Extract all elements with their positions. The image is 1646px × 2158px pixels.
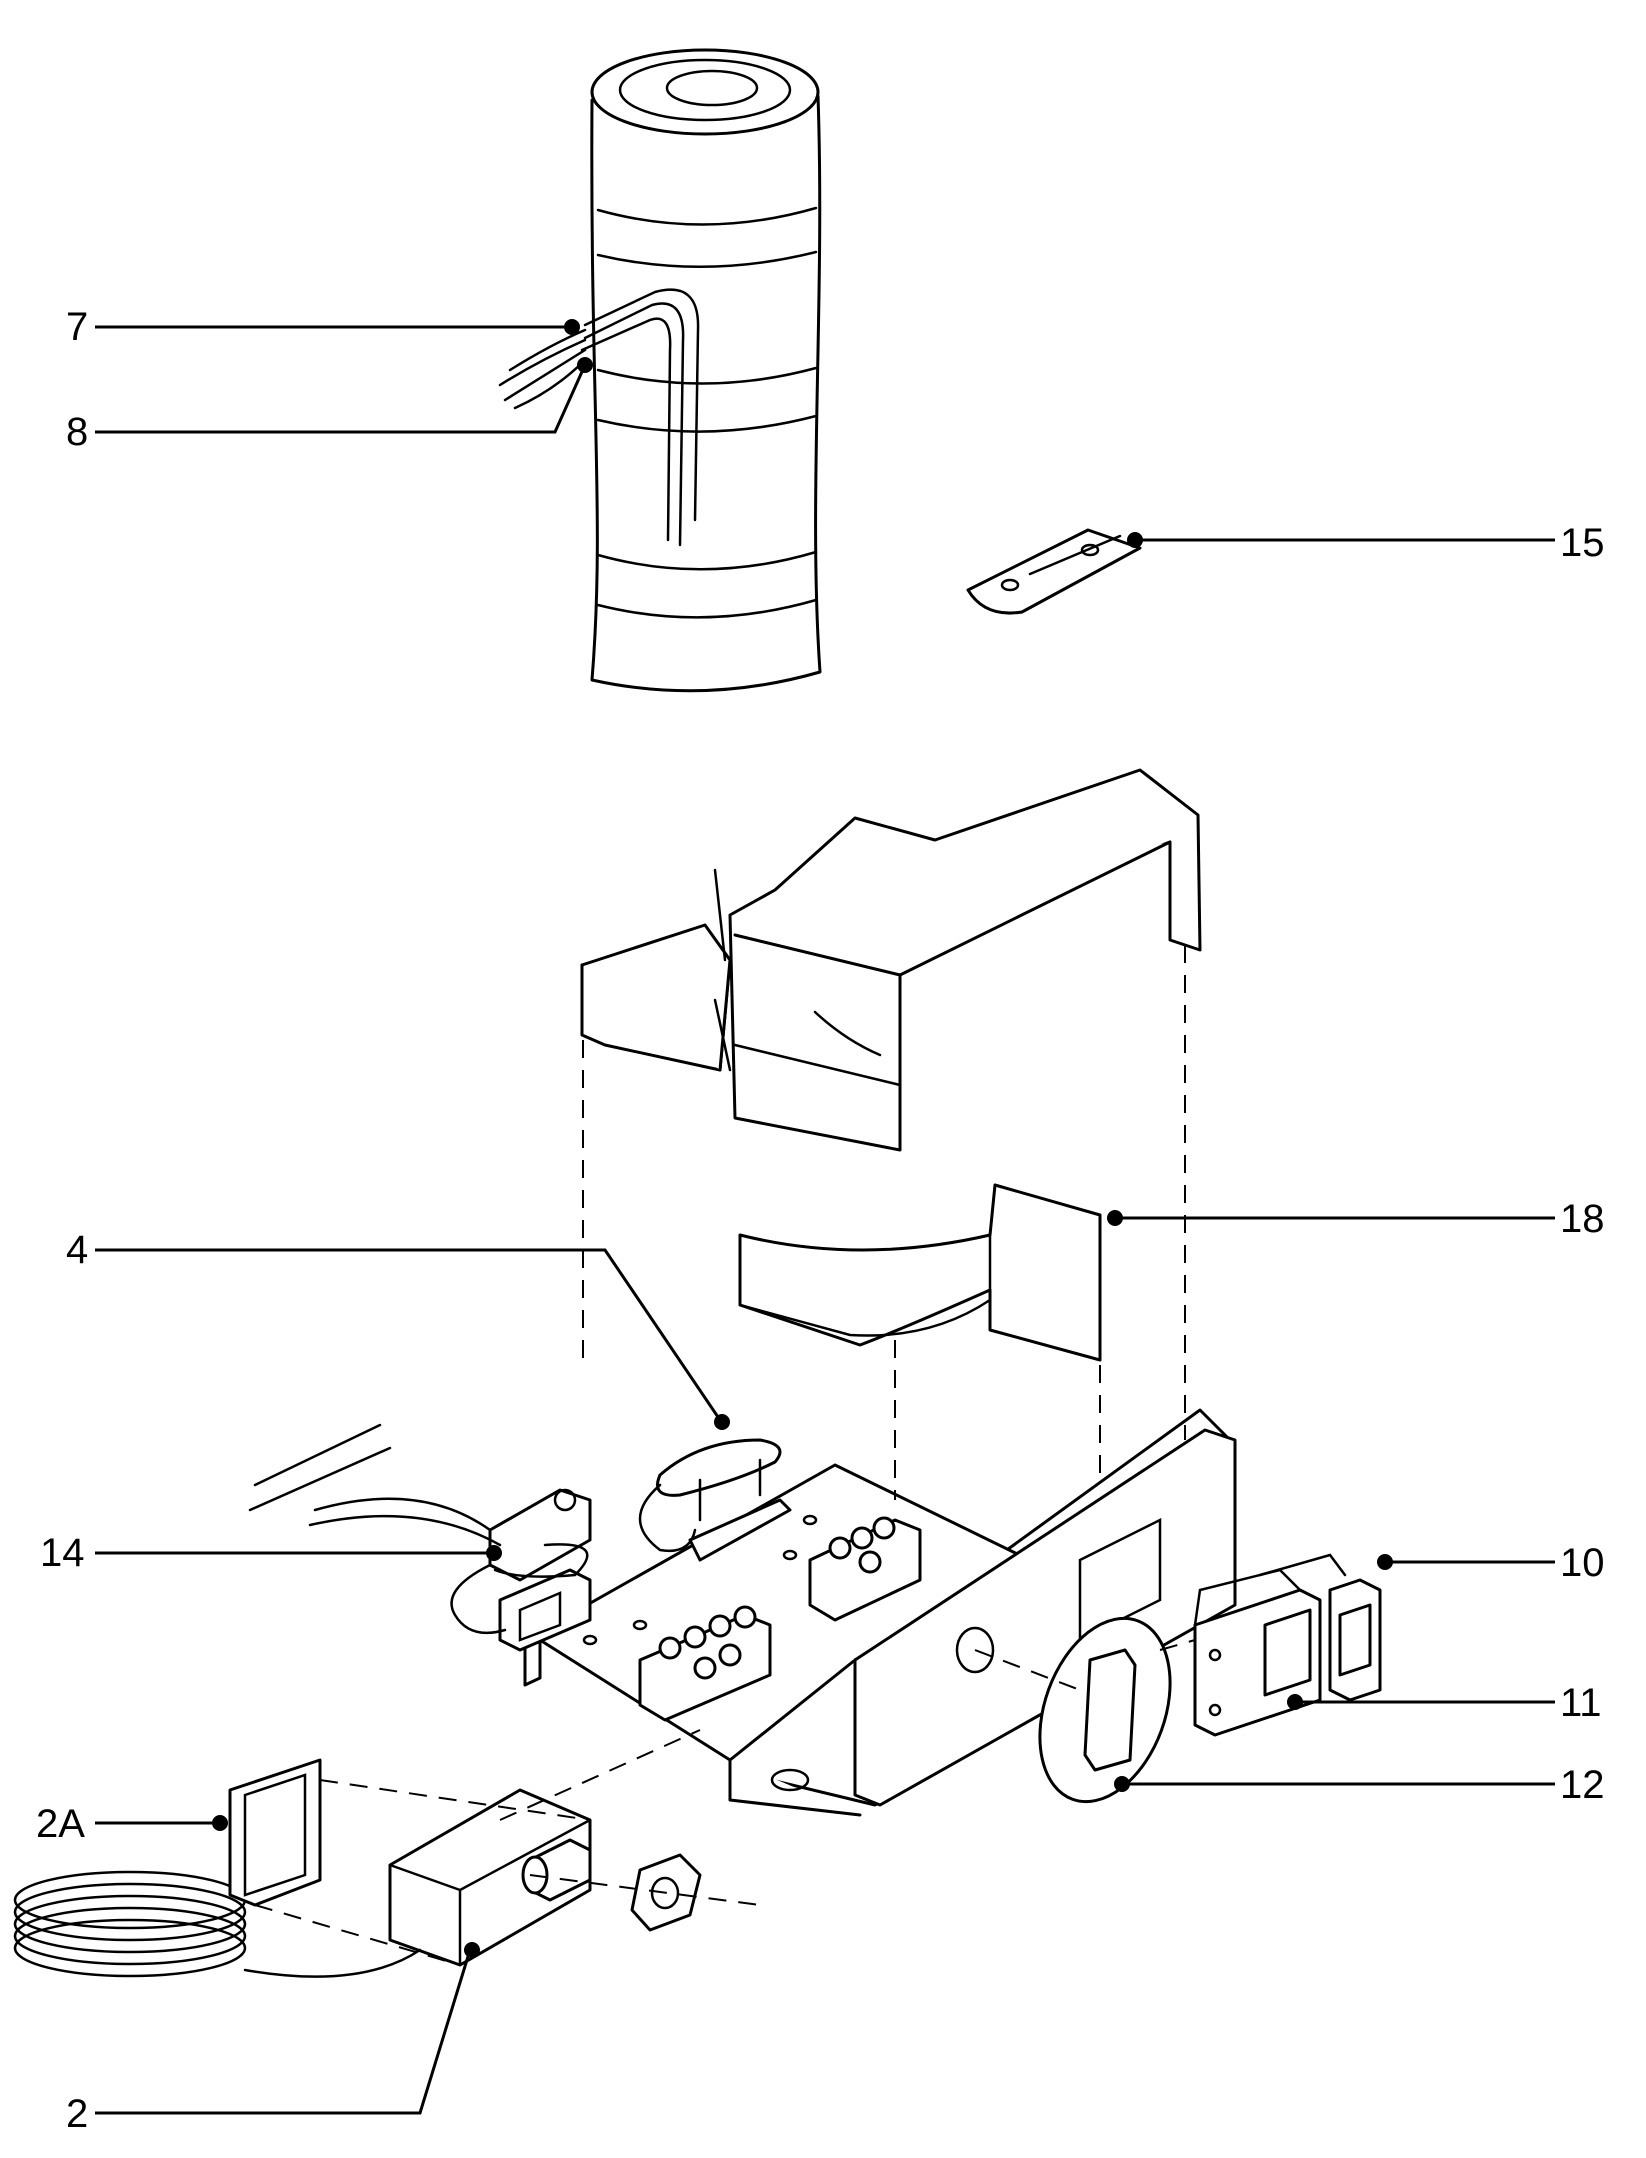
callout-12: 12 [1114,1763,1605,1807]
callout-15: 15 [1127,521,1605,565]
thermostat-part-2 [13,1788,592,1978]
callout-18: 18 [1107,1197,1605,1241]
bracket-part-15 [966,528,1142,615]
chassis [523,1408,1237,1817]
callout-7: 7 [66,305,580,349]
clamp-part-4 [638,1438,792,1562]
insulated-cylinder [498,48,822,693]
sensor-part-14 [248,1423,592,1652]
terminal-block-upper [808,1516,922,1622]
callout-label-10: 10 [1560,1541,1605,1585]
callout-label-15: 15 [1560,521,1605,565]
callout-8: 8 [66,357,593,454]
bracket-part-2A [228,1758,322,1907]
callout-label-2A: 2A [36,1802,85,1846]
insulation-part-18 [738,1183,1102,1362]
callout-10: 10 [1377,1541,1605,1585]
rocker-switch-part-10 [1258,1553,1382,1702]
callout-label-11: 11 [1560,1681,1602,1725]
callout-2: 2 [66,1942,480,2136]
callout-label-7: 7 [66,305,88,349]
terminal-block-lower [638,1605,772,1722]
callout-label-12: 12 [1560,1763,1605,1807]
callout-2A: 2A [36,1802,228,1846]
top-cover [580,768,1202,1152]
callout-14: 14 [40,1531,502,1575]
callout-label-18: 18 [1560,1197,1605,1241]
callout-4: 4 [66,1228,730,1430]
callout-label-8: 8 [66,410,88,454]
callout-label-4: 4 [66,1228,88,1272]
knob-part-12 [1038,1616,1172,1804]
callout-11: 11 [1287,1681,1602,1725]
callout-label-14: 14 [40,1531,85,1575]
callout-label-2: 2 [66,2092,88,2136]
assembly-dashed-lines [254,945,1196,1966]
